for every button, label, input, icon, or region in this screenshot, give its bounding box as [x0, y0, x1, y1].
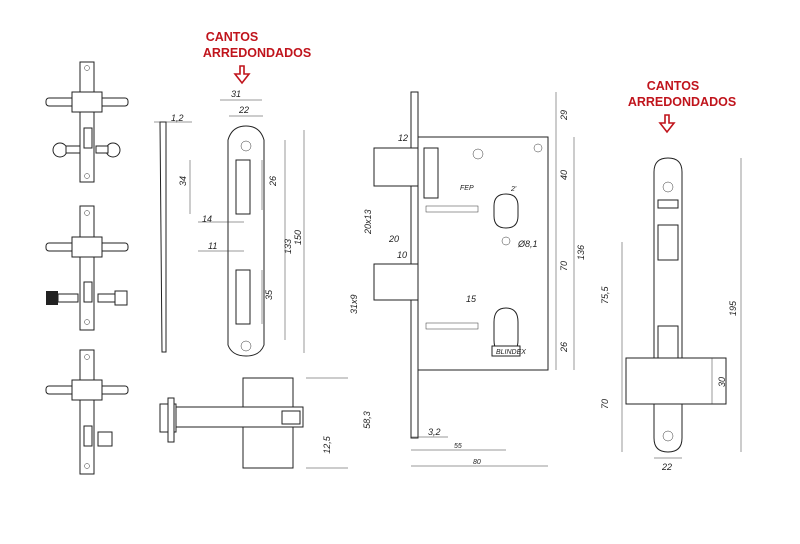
thumbturn-icon [97, 431, 113, 447]
faceplate-front-view: 31 22 34 26 14 11 35 133 150 [178, 89, 305, 357]
dim-top-29: 29 [559, 110, 569, 121]
dim-angle: 2' [510, 186, 517, 193]
dim-75-5: 75,5 [600, 285, 610, 304]
strike-plate-front-view: 75,5 195 30 70 22 [600, 157, 742, 472]
down-arrow-icon [658, 114, 676, 134]
down-arrow-icon [233, 65, 251, 85]
note-rounded-edges-right: CANTOS ARREDONDADOS [628, 79, 736, 109]
dim-inner-22: 22 [238, 105, 249, 115]
dim-80: 80 [473, 459, 481, 466]
dim-58-3: 58,3 [362, 411, 372, 429]
key-icon [46, 290, 128, 306]
dim-thickness: 1,2 [171, 113, 184, 123]
lock-assembly-key-1 [45, 61, 129, 183]
dim-body-10: 10 [397, 250, 407, 260]
dim-12-5: 12,5 [322, 435, 332, 454]
note-line-2: ARREDONDADOS [628, 95, 736, 109]
dim-30: 30 [717, 377, 727, 387]
faceplate-side-view: 1,2 [154, 113, 192, 353]
dim-26: 26 [268, 176, 278, 187]
dim-70: 70 [559, 261, 569, 271]
dim-55: 55 [454, 443, 462, 450]
lock-body: FEP BLINDEX 12 20x13 20 10 31x9 15 Ø8,1 … [349, 91, 586, 467]
dim-slot-31x9: 31x9 [349, 294, 359, 314]
dim-body-20: 20 [388, 234, 399, 244]
dim-14: 14 [202, 214, 212, 224]
note-line-2: ARREDONDADOS [203, 46, 311, 60]
dim-22-right: 22 [661, 462, 672, 472]
dim-26b: 26 [559, 342, 569, 353]
brand-plate: BLINDEX [496, 349, 526, 356]
brand-mark: FEP [460, 185, 474, 192]
dim-body-15: 15 [466, 294, 477, 304]
note-line-1: CANTOS [206, 30, 259, 44]
dim-133: 133 [283, 239, 293, 254]
dim-40: 40 [559, 170, 569, 180]
dim-34: 34 [178, 176, 188, 186]
dim-150: 150 [293, 230, 303, 245]
key-icon [52, 142, 121, 158]
dim-body-12: 12 [398, 133, 408, 143]
dim-195: 195 [728, 300, 738, 316]
lock-assembly-thumbturn [45, 349, 129, 475]
dim-3-2: 3,2 [428, 427, 441, 437]
dim-35: 35 [264, 289, 274, 300]
dim-70-right: 70 [600, 399, 610, 409]
dim-hole: Ø8,1 [517, 239, 538, 249]
note-rounded-edges-left: CANTOS ARREDONDADOS [203, 30, 311, 60]
note-line-1: CANTOS [647, 79, 700, 93]
lock-assembly-key-2 [45, 205, 129, 331]
dim-faceplate-width: 31 [231, 89, 241, 99]
dim-136: 136 [576, 245, 586, 260]
dim-11: 11 [208, 241, 217, 251]
latch-side-view: 58,3 12,5 [159, 377, 372, 469]
dim-slot-20x13: 20x13 [363, 209, 373, 235]
